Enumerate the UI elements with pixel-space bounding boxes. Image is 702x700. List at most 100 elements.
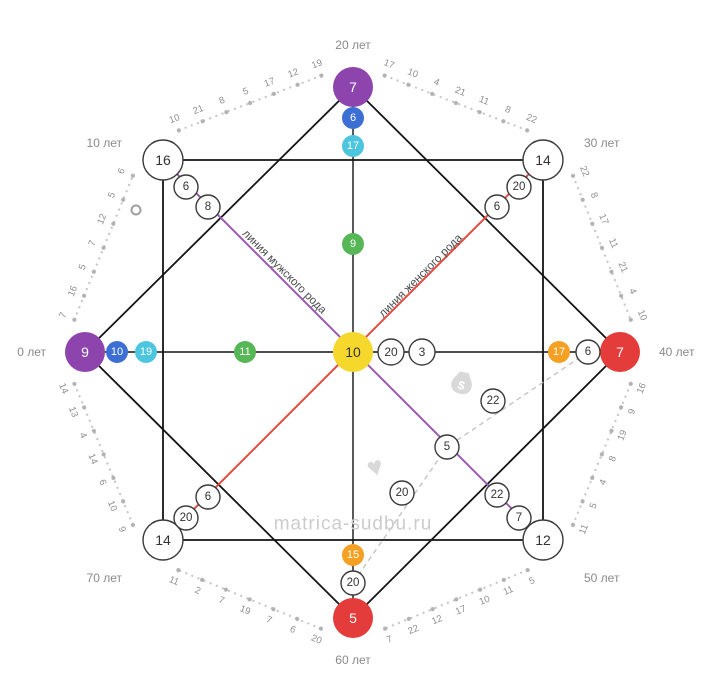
- circle-diag-tl-outer: [173, 174, 199, 200]
- circle-age-0-value: 9: [81, 344, 89, 360]
- circle-blue-left-value: 10: [111, 346, 123, 358]
- age-track-number: 12: [95, 212, 109, 226]
- age-marker-ring: [130, 204, 142, 216]
- age-track-point: [121, 499, 126, 504]
- circle-white-bottom: [340, 570, 366, 596]
- age-track-point: [599, 245, 605, 250]
- circle-age-30: [522, 139, 564, 181]
- age-track-point: [91, 428, 97, 434]
- age-track-number: 5: [106, 191, 118, 200]
- age-label-0: 0 лет: [17, 345, 46, 359]
- age-track-number: 22: [577, 164, 591, 178]
- age-track-number: 7: [385, 634, 394, 646]
- age-track-number: 9: [116, 525, 128, 534]
- age-track-number: 21: [616, 260, 630, 274]
- age-track-number: 17: [596, 212, 610, 226]
- circle-diag-tr-inner-value: 6: [494, 201, 500, 213]
- age-track-number: 22: [525, 112, 539, 126]
- money-bag-body: [451, 371, 472, 395]
- circle-diag-br-inner: [484, 482, 510, 508]
- circle-diag-bl-inner: [195, 484, 221, 510]
- age-track-number: 11: [167, 574, 180, 588]
- love-line: [352, 446, 448, 584]
- age-track-number: 7: [57, 311, 69, 320]
- age-track-number: 5: [77, 263, 89, 272]
- age-label-3: 30 лет: [584, 136, 620, 150]
- age-track-point: [91, 269, 96, 274]
- circle-love: [389, 480, 415, 506]
- circle-center-value: 10: [345, 344, 361, 360]
- age-track-number: 11: [477, 94, 490, 108]
- age-track-point: [101, 245, 106, 250]
- age-track-number: 21: [453, 85, 467, 99]
- circle-age-70-value: 14: [155, 532, 171, 548]
- age-track-number: 4: [432, 77, 441, 89]
- circle-diag-br-inner-value: 22: [491, 489, 504, 501]
- age-track-number: 17: [382, 57, 396, 71]
- age-track-number: 8: [588, 191, 600, 200]
- age-track-number: 10: [168, 112, 182, 126]
- age-track-point: [430, 607, 435, 612]
- age-track-number: 22: [406, 623, 420, 637]
- circle-green-left-value: 11: [239, 346, 250, 358]
- age-label-6: 60 лет: [335, 653, 371, 667]
- circle-orange-right: [548, 341, 570, 363]
- circle-love-value: 20: [396, 487, 409, 499]
- age-track-point: [453, 100, 458, 106]
- age-track-number: 8: [607, 454, 619, 463]
- age-label-2: 20 лет: [335, 38, 371, 52]
- age-track-point: [454, 597, 459, 602]
- age-track-number: 8: [503, 104, 512, 116]
- circle-age-50-value: 12: [535, 532, 551, 548]
- age-track-point: [478, 587, 483, 592]
- circle-orange-bottom: [342, 544, 364, 566]
- circle-blue-left: [106, 341, 128, 363]
- age-track-point: [580, 499, 585, 504]
- age-track-point: [101, 452, 106, 457]
- age-track-point: [111, 221, 116, 226]
- age-track-point: [599, 452, 604, 457]
- circle-cyan-left: [135, 341, 157, 363]
- age-track-number: 5: [241, 86, 250, 98]
- age-track-point: [271, 91, 276, 96]
- age-track-point: [628, 381, 633, 386]
- age-track-number: 7: [86, 239, 98, 248]
- circle-age-10-value: 16: [155, 152, 171, 168]
- circle-blue-top: [342, 107, 364, 129]
- circle-age-60: [333, 598, 373, 638]
- circle-age-70: [142, 519, 184, 561]
- age-track-number: 10: [478, 594, 492, 608]
- age-track-point: [609, 428, 614, 433]
- circle-green-left: [234, 341, 256, 363]
- circle-diag-bl-inner-value: 6: [205, 491, 211, 503]
- age-track-number: 2: [193, 585, 202, 597]
- age-track-number: 13: [66, 405, 80, 419]
- age-label-4: 40 лет: [659, 345, 695, 359]
- age-track-point: [223, 587, 228, 592]
- age-track-number: 7: [264, 614, 273, 626]
- female-line-label: линия женского рода: [377, 232, 465, 320]
- age-track-point: [319, 73, 324, 78]
- age-track-number: 10: [406, 66, 420, 80]
- circle-diag-tl-inner-value: 8: [205, 201, 211, 213]
- age-track-point: [406, 82, 411, 87]
- age-track-number: 6: [96, 478, 108, 487]
- age-track-number: 4: [77, 431, 89, 440]
- age-track-number: 21: [191, 103, 205, 117]
- age-track-number: 6: [116, 167, 128, 176]
- age-track-point: [72, 381, 77, 387]
- circle-diag-br-outer: [506, 505, 532, 531]
- circle-diag-bl-outer: [173, 505, 199, 531]
- age-track-point: [619, 405, 624, 410]
- age-track-point: [609, 269, 614, 274]
- age-track-number: 7: [217, 595, 226, 607]
- age-track-point: [619, 293, 624, 298]
- age-label-1: 10 лет: [87, 136, 123, 150]
- circle-balance: [434, 434, 460, 460]
- circle-age-20: [333, 67, 373, 107]
- age-track-number: 12: [286, 66, 300, 80]
- age-label-5: 50 лет: [584, 571, 620, 585]
- circle-diag-tr-outer: [506, 174, 532, 200]
- circle-cyan-top-value: 17: [347, 140, 359, 152]
